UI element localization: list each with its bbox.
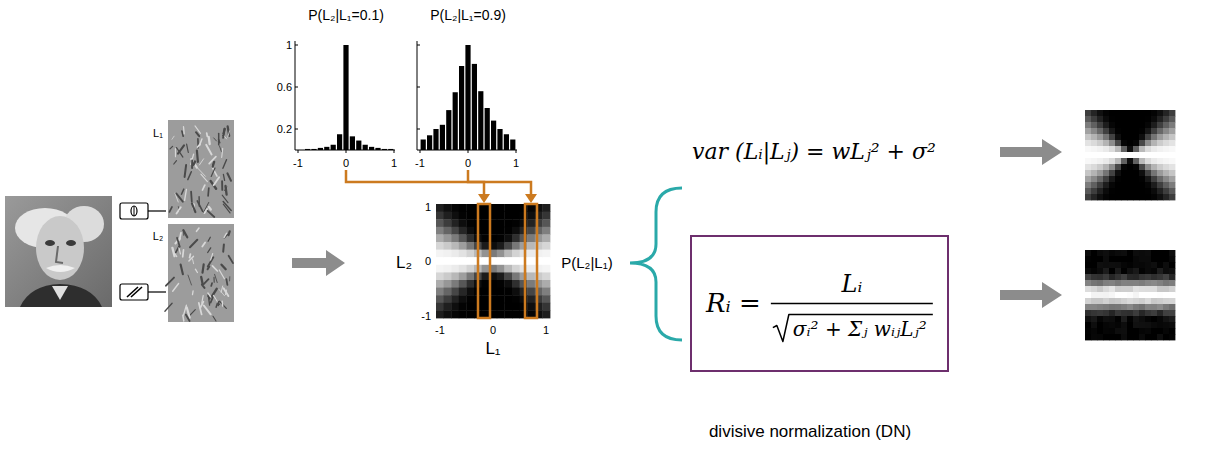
heatmap <box>1085 250 1175 340</box>
formula-denominator: σᵢ² + Σⱼ wᵢⱼLⱼ² <box>793 318 927 340</box>
flow-arrow <box>292 250 345 276</box>
chart-title: P(L₂|L₁=0.1) <box>308 8 384 23</box>
histogram <box>417 41 517 153</box>
tick-label: 0 <box>490 324 496 336</box>
tick-label: -1 <box>293 157 303 169</box>
filtered-image <box>165 224 234 322</box>
tick-label: -1 <box>435 324 445 336</box>
tick-label: 1 <box>391 157 397 169</box>
tick-label: 0 <box>425 255 431 267</box>
formula: var (Lᵢ|Lⱼ) = wLⱼ² + σ² <box>692 140 936 164</box>
brace <box>630 188 682 340</box>
image-label: L₁ <box>153 127 163 139</box>
histogram <box>295 41 395 153</box>
formula-lhs: Rᵢ = <box>706 289 761 318</box>
heatmap <box>436 204 550 318</box>
tick-label: 1 <box>286 39 292 51</box>
flow-arrow <box>1000 139 1062 165</box>
filtered-image <box>168 120 234 218</box>
image-label: L₂ <box>153 230 163 242</box>
tick-label: -1 <box>415 157 425 169</box>
axis-label: L₂ <box>396 254 412 273</box>
tick-label: 0 <box>343 157 349 169</box>
tick-label: 0.6 <box>277 81 292 93</box>
caption-label: divisive normalization (DN) <box>709 423 911 442</box>
tick-label: 1 <box>425 201 431 213</box>
tick-label: 1 <box>543 324 549 336</box>
heatmap <box>1085 110 1175 200</box>
tick-label: 0 <box>465 157 471 169</box>
tick-label: -1 <box>421 310 431 322</box>
formula-numerator: Lᵢ <box>841 271 862 297</box>
tick-label: 1 <box>513 157 519 169</box>
arrow-head <box>478 194 537 203</box>
formula-box: Rᵢ = Lᵢ σᵢ² + Σⱼ wᵢⱼLⱼ² <box>690 235 949 372</box>
photo <box>5 196 112 307</box>
selection-marker <box>346 170 537 318</box>
axis-label: P(L₂|L₁) <box>561 255 612 272</box>
chart-title: P(L₂|L₁=0.9) <box>430 8 506 23</box>
axis-label: L₁ <box>485 340 500 359</box>
flow-arrow <box>1000 282 1062 308</box>
tick-label: 0.2 <box>277 123 292 135</box>
filter-icon <box>120 203 166 300</box>
